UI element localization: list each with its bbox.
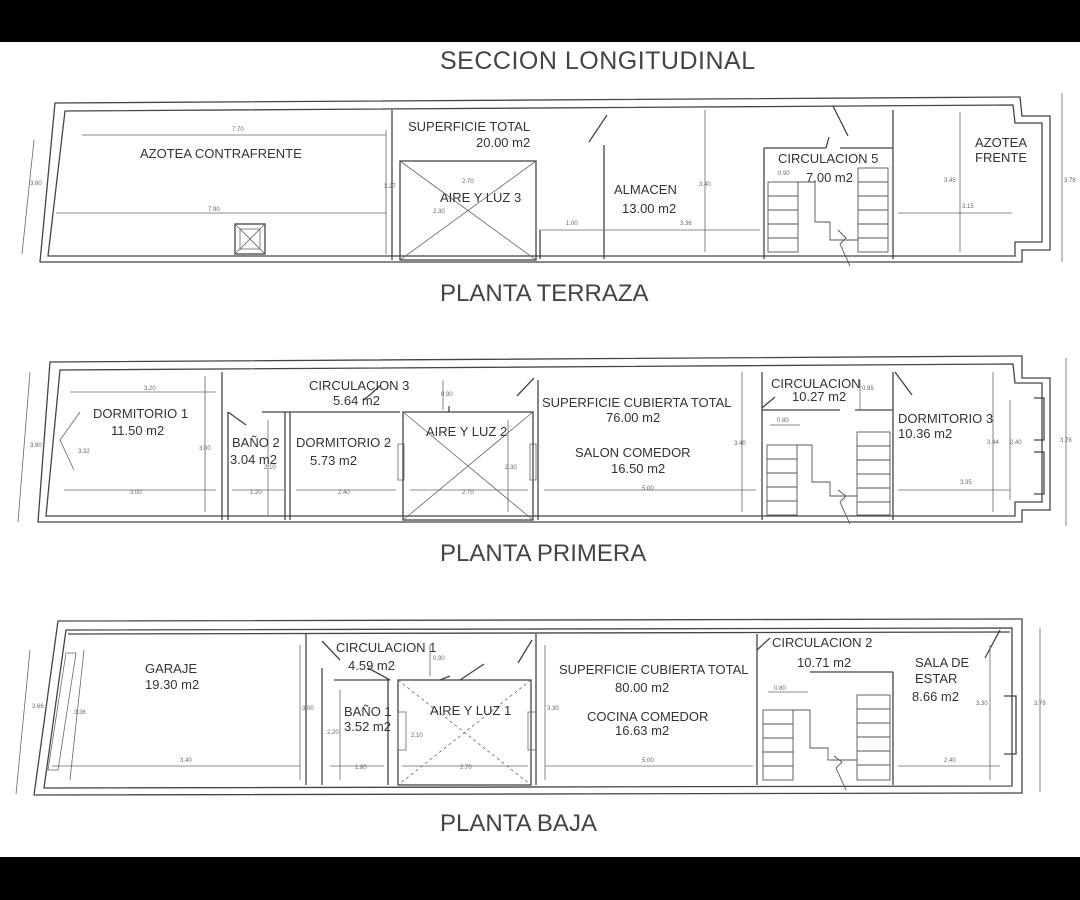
dimension-label: 3.27 — [384, 184, 396, 190]
room-label: SUPERFICIE CUBIERTA TOTAL — [559, 662, 749, 677]
dimension-label: 3.00 — [302, 706, 314, 712]
room-area: 16.50 m2 — [611, 461, 665, 476]
room-area: 4.59 m2 — [348, 658, 395, 673]
dimension-label: 2.70 — [462, 490, 474, 496]
dimension-label: 3.20 — [144, 386, 156, 392]
drawing-sheet: SECCION LONGITUDINAL PLANTA TERRAZA PLAN… — [0, 42, 1080, 857]
dimension-label: 2.30 — [433, 209, 445, 215]
room-label: BAÑO 2 — [232, 435, 280, 450]
dimension-label: 3.00 — [130, 490, 142, 496]
dimension-label: 3.00 — [199, 446, 211, 452]
dimension-label: 3.15 — [962, 204, 974, 210]
dimension-label: 3.40 — [734, 441, 746, 447]
room-label: SALA DE — [915, 655, 970, 670]
primera-plan: DORMITORIO 1 11.50 m2 CIRCULACION 3 5.64… — [17, 355, 1072, 526]
dimension-label: 3.78 — [1034, 701, 1046, 707]
terraza-plan-title: PLANTA TERRAZA — [440, 280, 649, 307]
primera-plan-title: PLANTA PRIMERA — [440, 540, 647, 567]
room-label: AIRE Y LUZ 2 — [426, 424, 507, 439]
room-label: SUPERFICIE TOTAL — [408, 119, 530, 134]
room-area: 5.64 m2 — [333, 393, 380, 408]
dimension-label: 2.40 — [1010, 440, 1022, 446]
terraza-plan: AZOTEA CONTRAFRENTE SUPERFICIE TOTAL 20.… — [21, 93, 1076, 267]
room-label: DORMITORIO 3 — [898, 411, 993, 426]
room-area: 7.00 m2 — [806, 170, 853, 185]
dimension-label: 2.10 — [411, 733, 423, 739]
dimension-label: 7.70 — [232, 127, 244, 133]
baja-plan: GARAJE 19.30 m2 CIRCULACION 1 4.59 m2 BA… — [15, 618, 1046, 796]
dimension-label: 1.20 — [250, 490, 262, 496]
room-area: 80.00 m2 — [615, 680, 669, 695]
room-label: GARAJE — [145, 661, 197, 676]
dimension-label: 0.90 — [441, 392, 453, 398]
dimension-label: 5.00 — [642, 758, 654, 764]
room-area: 3.52 m2 — [344, 719, 391, 734]
room-area: 3.04 m2 — [230, 452, 277, 467]
section-title: SECCION LONGITUDINAL — [440, 47, 756, 75]
room-area: 16.63 m2 — [615, 723, 669, 738]
room-label: DORMITORIO 1 — [93, 406, 188, 421]
room-area: 8.66 m2 — [912, 689, 959, 704]
room-area: 20.00 m2 — [476, 135, 530, 150]
dimension-label: 3.30 — [547, 706, 559, 712]
dimension-label: 0.95 — [862, 386, 874, 392]
room-label: CIRCULACION 5 — [778, 151, 878, 166]
dimension-label: 3.40 — [699, 182, 711, 188]
floor-plans: AZOTEA CONTRAFRENTE SUPERFICIE TOTAL 20.… — [15, 93, 1076, 796]
dimension-label: 3.44 — [987, 440, 999, 446]
dimension-label: 3.45 — [944, 178, 956, 184]
dimension-label: 3.78 — [1060, 438, 1072, 444]
room-label: SUPERFICIE CUBIERTA TOTAL — [542, 395, 732, 410]
room-label: CIRCULACION 2 — [772, 635, 872, 650]
dimension-label: 2.30 — [505, 465, 517, 471]
dimension-label: 0.90 — [778, 171, 790, 177]
baja-plan-title: PLANTA BAJA — [440, 810, 597, 837]
dimension-label: 3.32 — [78, 449, 90, 455]
dimension-label: 3.35 — [960, 480, 972, 486]
dimension-label: 2.70 — [462, 179, 474, 185]
room-label: CIRCULACION 1 — [336, 640, 436, 655]
dimension-label: 3.80 — [30, 181, 42, 187]
dimension-label: 5.00 — [642, 486, 654, 492]
dimension-label: 2.20 — [327, 730, 339, 736]
dimension-label: 3.40 — [180, 758, 192, 764]
room-area: 13.00 m2 — [622, 201, 676, 216]
dimension-label: 2.70 — [460, 765, 472, 771]
room-label: AZOTEA — [975, 135, 1027, 150]
dimension-label: 1.80 — [355, 765, 367, 771]
dimension-label: 2.40 — [944, 758, 956, 764]
room-label: CIRCULACION 3 — [309, 378, 409, 393]
room-label: CIRCULACION — [771, 376, 861, 391]
room-label: COCINA COMEDOR — [587, 709, 708, 724]
dimension-label: 1.00 — [566, 221, 578, 227]
room-area: 76.00 m2 — [606, 410, 660, 425]
dimension-label: 0.90 — [433, 656, 445, 662]
room-area: 10.36 m2 — [898, 426, 952, 441]
room-label: FRENTE — [975, 150, 1027, 165]
room-label: AIRE Y LUZ 1 — [430, 703, 511, 718]
room-area: 10.71 m2 — [797, 655, 851, 670]
room-area: 11.50 m2 — [111, 423, 164, 438]
room-label: AZOTEA CONTRAFRENTE — [140, 146, 302, 161]
dimension-label: 7.90 — [208, 207, 220, 213]
dimension-label: 3.66 — [32, 704, 44, 710]
dimension-label: 3.36 — [680, 221, 692, 227]
room-label: ALMACEN — [614, 182, 677, 197]
dimension-label: 0.80 — [774, 686, 786, 692]
dimension-label: 2.10 — [264, 465, 276, 471]
room-area: 5.73 m2 — [310, 453, 357, 468]
dimension-label: 3.36 — [74, 710, 86, 716]
room-area: 10.27 m2 — [792, 389, 846, 404]
room-label: BAÑO 1 — [344, 704, 392, 719]
dimension-label: 3.80 — [30, 443, 42, 449]
room-label: ESTAR — [915, 671, 957, 686]
room-label: AIRE Y LUZ 3 — [440, 190, 521, 205]
room-label: DORMITORIO 2 — [296, 435, 391, 450]
dimension-label: 3.30 — [976, 701, 988, 707]
dimension-label: 3.78 — [1064, 178, 1076, 184]
dimension-label: 0.80 — [777, 418, 789, 424]
dimension-label: 2.40 — [338, 490, 350, 496]
room-label: SALON COMEDOR — [575, 445, 691, 460]
room-area: 19.30 m2 — [145, 677, 199, 692]
